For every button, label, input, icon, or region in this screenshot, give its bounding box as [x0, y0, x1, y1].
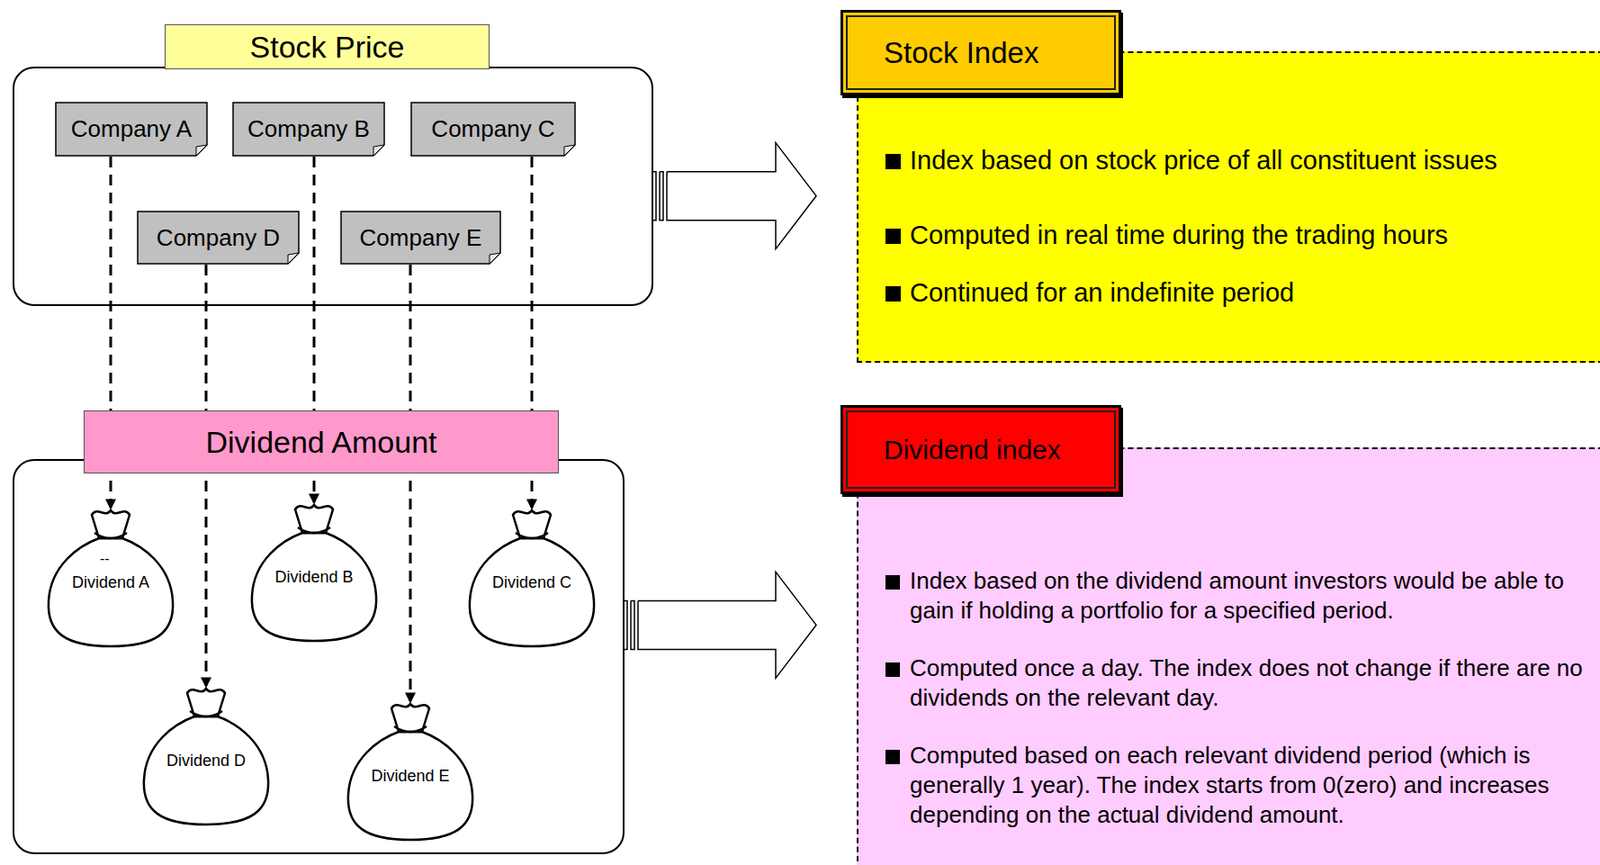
company-outline — [55, 102, 207, 156]
info-panel: Dividend indexIndex based on the dividen… — [856, 447, 1600, 865]
dividend-name: Dividend E — [369, 765, 451, 787]
bag-tie — [297, 527, 331, 533]
bullet-text: Index based on the dividend amount inves… — [909, 566, 1594, 626]
dividend-name: Dividend B — [273, 566, 355, 588]
company-box: Company C — [410, 101, 576, 157]
dashed-arrow — [409, 264, 413, 702]
company-outline — [233, 102, 385, 156]
bullet-square — [885, 286, 901, 302]
bullet-text: Continued for an indefinite period — [909, 276, 1594, 309]
connector — [206, 264, 207, 686]
connector — [623, 571, 817, 678]
bag-tie — [515, 532, 549, 539]
bag-tie — [394, 726, 427, 732]
dividend-name: Dividend C — [491, 572, 573, 594]
bag-tie — [189, 710, 223, 717]
bag-body — [48, 538, 173, 647]
company-name: Company E — [340, 210, 502, 265]
bag-knot — [187, 688, 225, 717]
bullet-square — [885, 228, 901, 244]
bag-knot — [91, 510, 130, 539]
page-fold — [196, 144, 207, 156]
dividend-bag: Dividend D — [138, 680, 274, 829]
dashed-arrow — [205, 264, 208, 686]
index-heading: Dividend index — [840, 404, 1122, 495]
page-fold — [489, 252, 501, 264]
group-panel: Dividend A Dividend B Dividend C Dividend D… — [12, 458, 625, 854]
dividend-bag: Dividend B — [246, 496, 382, 646]
dividend-bag: Dividend A — [43, 502, 179, 651]
panel-label: Stock Price — [164, 24, 490, 70]
dividend-bag: Dividend E — [342, 695, 478, 845]
bullet-square — [885, 153, 901, 170]
company-name: Company D — [136, 210, 300, 265]
block-arrow — [666, 143, 817, 250]
company-box: Company B — [232, 101, 386, 157]
bag-knot — [295, 504, 333, 533]
bag-body — [251, 532, 377, 641]
bag-body — [469, 538, 594, 647]
note-mark: -- — [99, 550, 110, 567]
page-fold — [564, 144, 576, 156]
company-name: Company A — [54, 101, 208, 157]
page-fold — [373, 144, 385, 156]
bullet-text: Computed once a day. The index does not … — [909, 653, 1594, 713]
company-box: Company E — [340, 210, 502, 265]
bullet-text: Index based on stock price of all consti… — [909, 143, 1594, 177]
dividend-name: Dividend A — [70, 572, 152, 594]
arrow-bar — [659, 171, 664, 221]
bullet-text: Computed in real time during the trading… — [909, 218, 1594, 252]
company-name: Company C — [410, 101, 576, 157]
company-outline — [341, 211, 501, 264]
bag-body — [348, 731, 473, 840]
index-heading: Stock Index — [840, 9, 1122, 96]
company-outline — [137, 211, 299, 264]
bag-knot — [512, 510, 551, 539]
company-box: Company D — [136, 210, 300, 265]
info-panel: Stock IndexIndex based on stock price of… — [856, 51, 1600, 363]
panel-label: Dividend Amount — [83, 410, 559, 474]
block-arrow — [638, 571, 817, 678]
bag-tie — [94, 532, 127, 539]
bullet-square — [885, 749, 900, 765]
company-box: Company A — [54, 101, 208, 157]
group-panel: Company A Company B Company C Company D Comp… — [12, 66, 654, 306]
bag-knot — [391, 703, 430, 732]
bag-body — [143, 716, 269, 825]
company-outline — [411, 102, 576, 156]
page-fold — [287, 252, 299, 264]
bullet-square — [885, 662, 900, 677]
connector — [652, 143, 817, 250]
company-name: Company B — [232, 101, 386, 157]
bullet-text: Computed based on each relevant dividend… — [909, 740, 1594, 830]
dividend-name: Dividend D — [165, 750, 247, 772]
bullet-square — [885, 575, 900, 590]
dividend-bag: Dividend C — [464, 502, 600, 651]
connector — [410, 264, 412, 702]
arrow-bar — [630, 600, 635, 649]
